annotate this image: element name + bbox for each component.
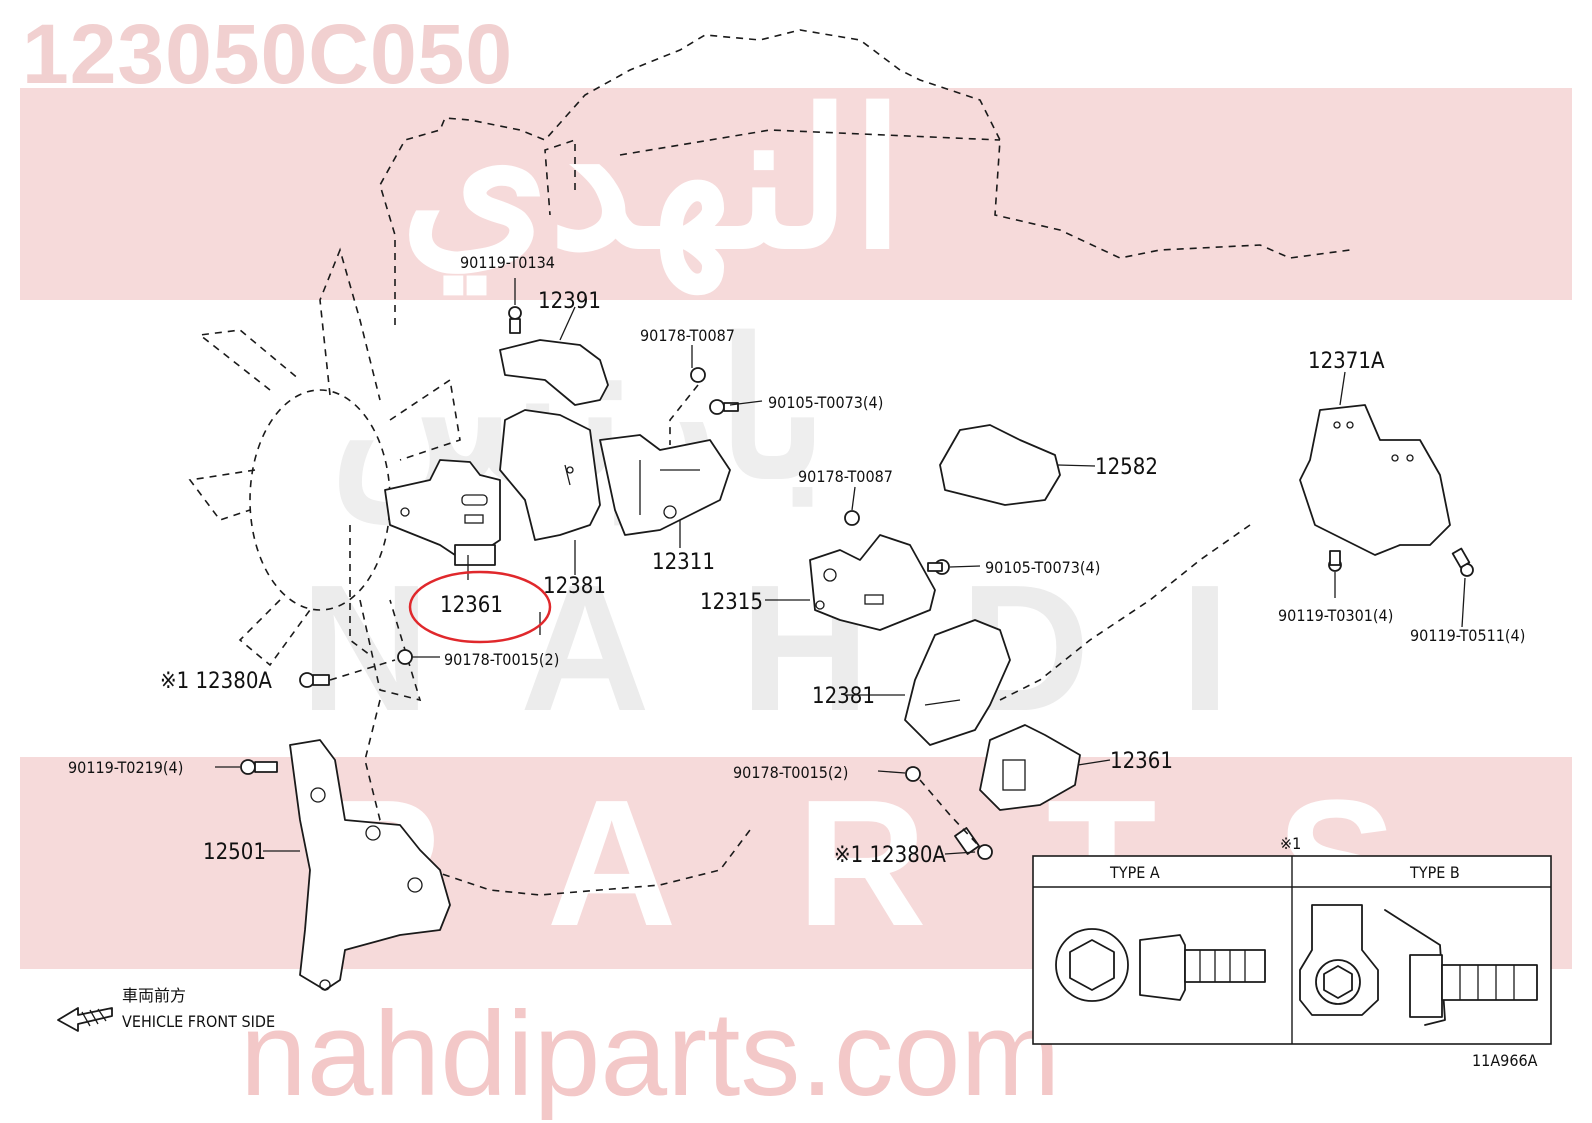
nut-90178-T0015-upper	[397, 649, 413, 665]
highlight-circle	[408, 570, 552, 644]
bracket-12315	[809, 534, 936, 631]
label-12381-upper: 12381	[543, 574, 606, 599]
mount-12371A	[1299, 404, 1451, 556]
type-legend-table: ※1 TYPE A TYPE B	[1032, 834, 1552, 1045]
label-90178-T0087-upper: 90178-T0087	[640, 326, 735, 345]
type-b-bolt-icon	[1299, 904, 1538, 1026]
watermark-band-top	[20, 88, 1572, 300]
label-90119-T0134: 90119-T0134	[460, 253, 555, 272]
figure-code: 11A966A	[1472, 1051, 1538, 1070]
bolt-12380A-upper	[299, 672, 330, 688]
stopper-12582	[939, 424, 1061, 506]
legend-note-mark: ※1	[1280, 834, 1301, 853]
label-90105-T0073-upper: 90105-T0073(4)	[768, 393, 883, 412]
direction-english: VEHICLE FRONT SIDE	[122, 1012, 275, 1031]
bolt-90119-T0134	[508, 306, 522, 334]
legend-type-a: TYPE A	[1109, 863, 1160, 882]
type-a-bolt-icon	[1055, 928, 1266, 1002]
bolt-path-lower	[919, 779, 979, 846]
engine-inner-line	[619, 129, 1001, 156]
part-number-watermark: 123050C050	[22, 7, 514, 101]
vehicle-front-arrow-icon	[57, 1007, 113, 1032]
label-12371A: 12371A	[1308, 349, 1385, 374]
right-engine-outline	[999, 524, 1251, 701]
insulator-12361-right	[979, 724, 1081, 811]
bolt-90105-T0073-upper	[709, 399, 739, 415]
cooling-fan	[188, 247, 461, 702]
label-90119-T0301: 90119-T0301(4)	[1278, 606, 1393, 625]
bracket-12391	[499, 339, 609, 406]
label-12381-lower: 12381	[812, 684, 875, 709]
bolt-90119-T0511	[1451, 547, 1474, 577]
label-12380A-lower: ※1 12380A	[834, 843, 946, 868]
label-12582: 12582	[1095, 455, 1158, 480]
bolt-path-upper	[669, 384, 699, 445]
legend-type-b: TYPE B	[1409, 863, 1460, 882]
bolt-90119-T0301	[1328, 550, 1342, 572]
leader-lines	[215, 278, 1466, 855]
label-12315: 12315	[700, 590, 763, 615]
bolt-12380A-lower	[954, 827, 993, 860]
bracket-12381-right	[904, 619, 1011, 746]
bracket-12381-left	[499, 409, 601, 541]
label-12361-upper: 12361	[440, 593, 503, 618]
nut-90178-T0087-lower	[844, 510, 860, 526]
engine-inner-line-2	[544, 138, 576, 216]
nut-90178-T0087-upper	[690, 367, 706, 383]
label-90119-T0219: 90119-T0219(4)	[68, 758, 183, 777]
label-12361-lower: 12361	[1110, 749, 1173, 774]
bracket-12311	[599, 434, 731, 536]
bolt-path-left	[329, 659, 396, 681]
label-90178-T0015-lower: 90178-T0015(2)	[733, 763, 848, 782]
label-90105-T0073-lower: 90105-T0073(4)	[985, 558, 1100, 577]
mount-path-left	[349, 525, 371, 656]
insulator-12361-left	[384, 459, 501, 566]
parts-diagram: 90119-T0134 12391 90178-T0087 90105-T007…	[57, 29, 1552, 1070]
engine-outline	[379, 29, 1351, 325]
bolt-90105-T0073-lower	[927, 559, 950, 575]
label-12311: 12311	[652, 550, 715, 575]
label-12380A-upper: ※1 12380A	[160, 669, 272, 694]
bracket-12501	[289, 739, 451, 991]
arabic-watermark-top: النهدي	[400, 75, 905, 287]
label-90178-T0015-upper: 90178-T0015(2)	[444, 650, 559, 669]
bolt-90119-T0219	[240, 759, 278, 775]
label-12501: 12501	[203, 840, 266, 865]
direction-japanese: 車両前方	[122, 986, 186, 1005]
label-90178-T0087-lower: 90178-T0087	[798, 467, 893, 486]
nut-90178-T0015-lower	[905, 766, 921, 782]
lower-engine-outline	[364, 699, 751, 896]
diagram-stage: 123050C050 النهدي بارتس NAHDI PARTS nahd…	[20, 7, 1572, 1121]
latin-watermark-nahdi: NAHDI	[300, 548, 1320, 749]
label-90119-T0511: 90119-T0511(4)	[1410, 626, 1525, 645]
label-12391: 12391	[538, 289, 601, 314]
